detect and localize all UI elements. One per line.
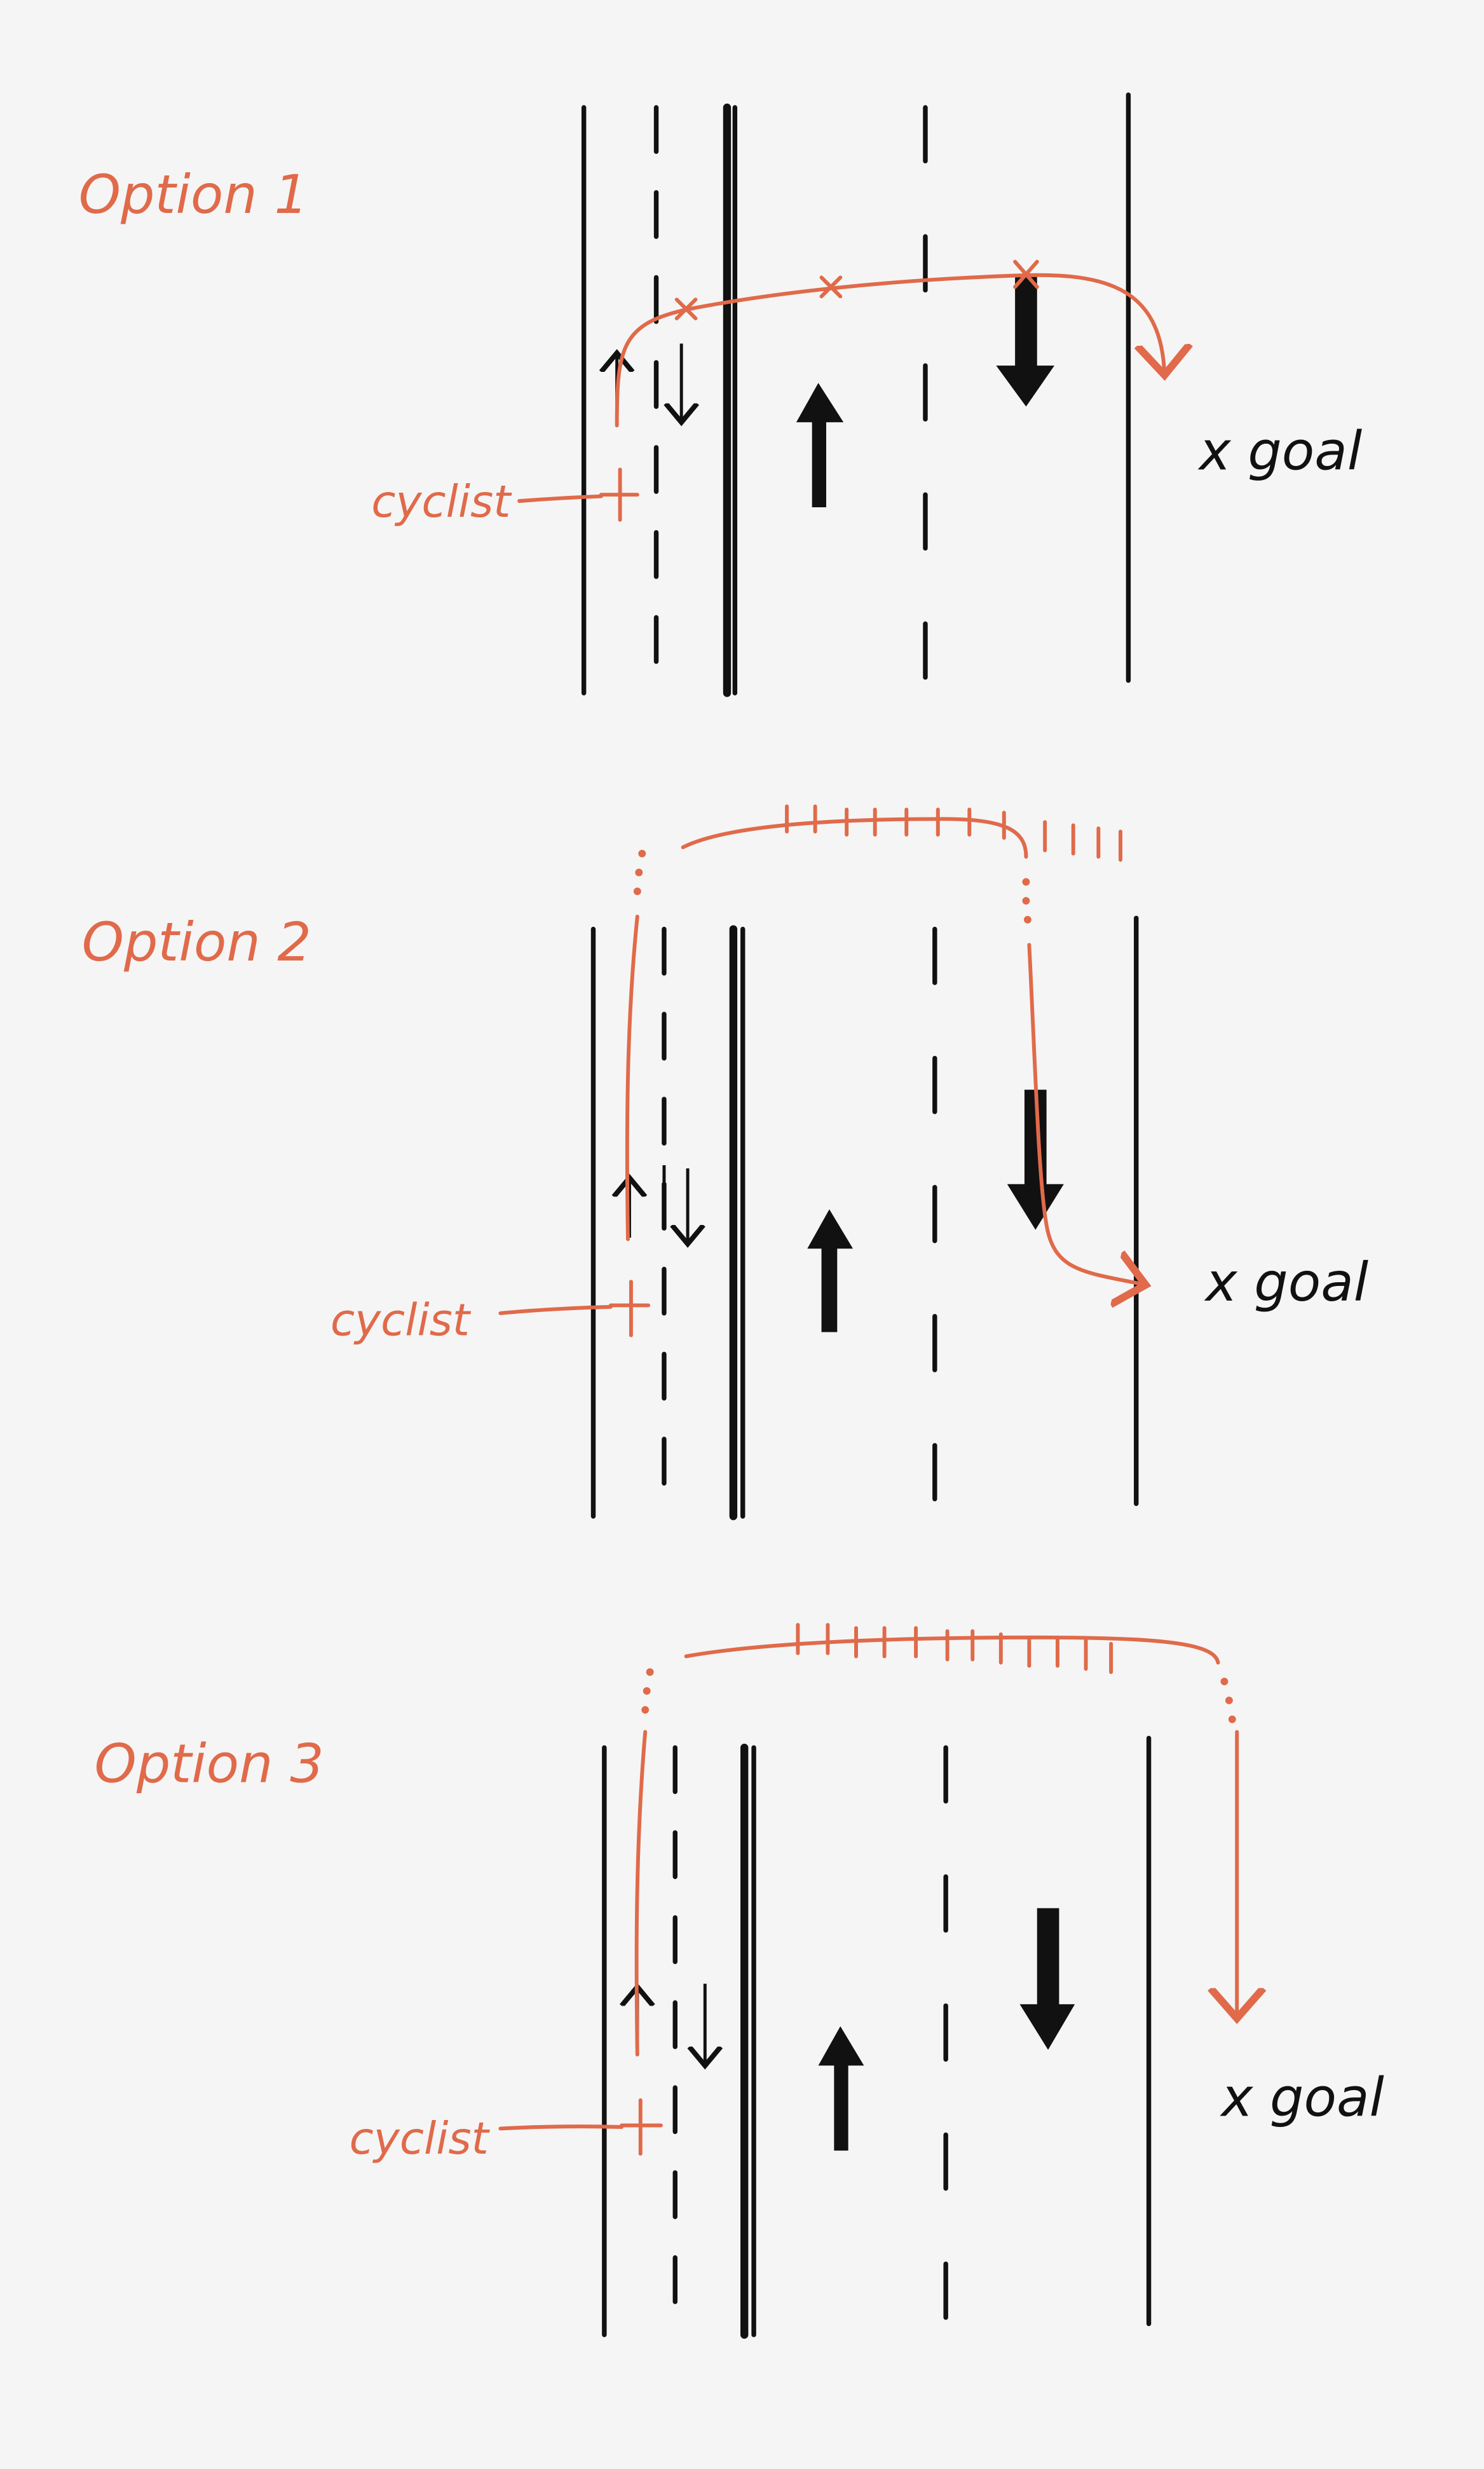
panel-option-2: Option 2 xyxy=(82,804,1368,1521)
cyclist-marker xyxy=(517,467,639,522)
cyclist-label: cyclist xyxy=(330,1295,472,1346)
option-title: Option 2 xyxy=(82,911,311,973)
cyclist-route xyxy=(634,1623,1237,2057)
cyclist-marker xyxy=(498,2098,663,2156)
panel-option-3: Option 3 xyxy=(95,1623,1384,2339)
traffic-arrow-down xyxy=(996,276,1055,407)
bike-lane-arrows xyxy=(629,1165,688,1244)
traffic-arrow-up xyxy=(818,2026,864,2151)
cyclist-route xyxy=(615,259,1165,428)
goal-label: x goal xyxy=(1219,2067,1384,2129)
option-title: Option 3 xyxy=(95,1733,324,1795)
cyclist-marker xyxy=(498,1280,651,1337)
traffic-arrow-up xyxy=(796,383,844,508)
panel-option-1: Option 1 cy xyxy=(79,92,1362,697)
cyclist-label: cyclist xyxy=(350,2114,491,2165)
cyclist-route xyxy=(625,804,1146,1285)
traffic-arrow-down xyxy=(1019,1908,1075,2050)
traffic-arrow-down xyxy=(1007,1090,1064,1230)
option-title: Option 1 xyxy=(79,163,308,226)
goal-label: x goal xyxy=(1197,420,1362,482)
road xyxy=(581,92,1131,697)
road xyxy=(602,1735,1152,2339)
road xyxy=(590,915,1139,1521)
goal-label: x goal xyxy=(1204,1251,1368,1313)
traffic-arrow-up xyxy=(807,1209,854,1332)
bike-lane-arrows xyxy=(617,343,682,423)
bike-lane-arrows xyxy=(637,1984,705,2066)
cyclist-label: cyclist xyxy=(371,477,512,528)
